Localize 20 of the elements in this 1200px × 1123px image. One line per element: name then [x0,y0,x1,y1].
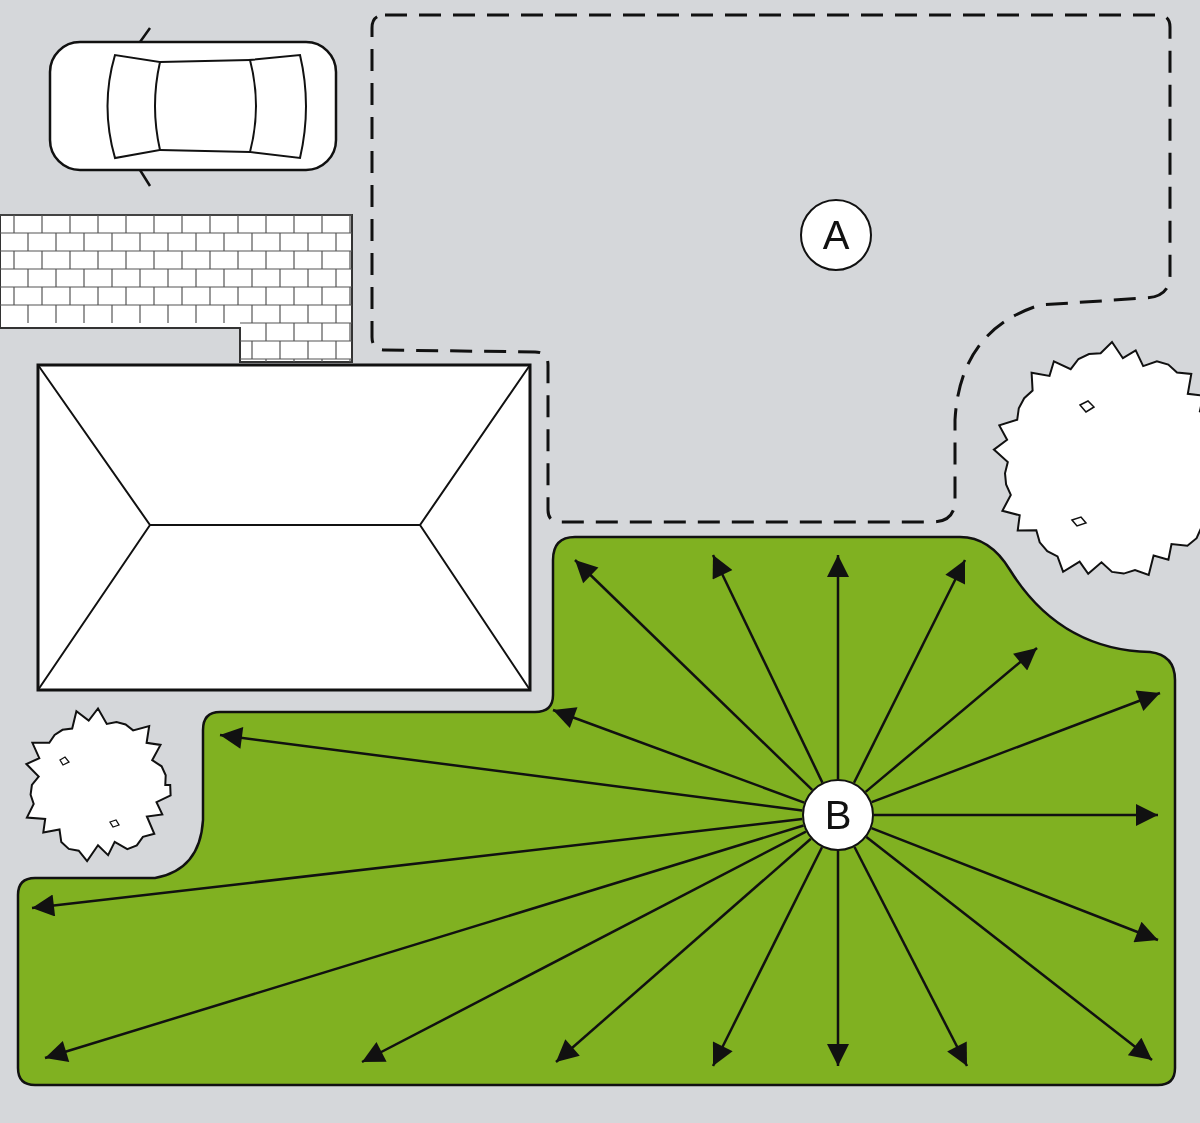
arrow [874,804,1158,826]
arrow [574,559,814,791]
arrow [552,707,805,804]
zone-letter: B [824,795,852,835]
arrow [864,647,1038,793]
zone-letter: A [822,215,850,255]
arrow [31,817,803,917]
arrow [827,555,849,779]
arrow [871,826,1159,943]
arrow [219,726,803,812]
arrow [711,554,824,784]
arrow [361,830,807,1064]
arrow [44,824,804,1063]
arrow [852,559,967,784]
arrow [865,836,1153,1061]
arrow [871,690,1161,804]
arrow [827,851,849,1066]
arrow [555,837,812,1063]
arrow [853,846,969,1067]
arrow [711,846,824,1067]
